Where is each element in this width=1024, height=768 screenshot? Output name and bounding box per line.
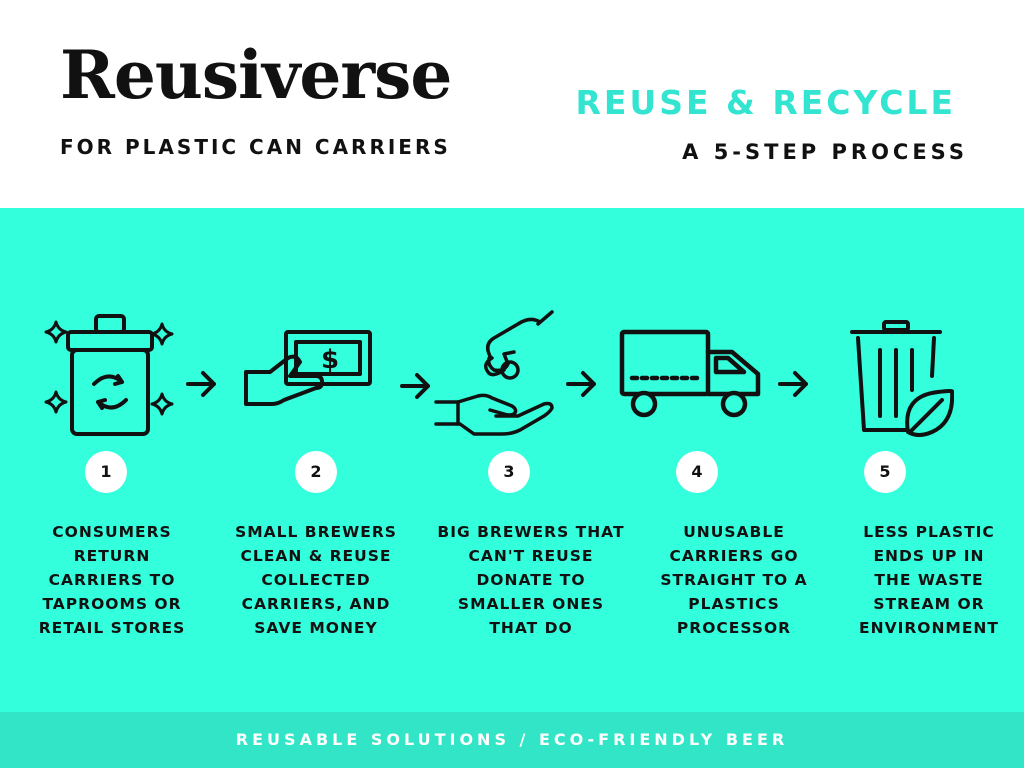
subheadline: A 5-STEP PROCESS [682, 140, 968, 164]
step-number-badge: 3 [488, 451, 530, 493]
step-number-badge: 1 [85, 451, 127, 493]
arrow-right-icon [778, 371, 808, 397]
step-number-badge: 5 [864, 451, 906, 493]
donate-hands-icon [434, 310, 554, 436]
svg-text:$: $ [321, 345, 339, 375]
step-description: CONSUMERS RETURN CARRIERS TO TAPROOMS OR… [38, 523, 186, 637]
headline: REUSE & RECYCLE [575, 83, 956, 122]
footer-tagline: REUSABLE SOLUTIONS / ECO-FRIENDLY BEER [235, 730, 789, 749]
arrow-right-icon [400, 373, 430, 399]
step-description: BIG BREWERS THAT CAN'T REUSE DONATE TO S… [437, 523, 625, 637]
hand-money-icon: $ [244, 330, 372, 406]
truck-icon [619, 329, 761, 418]
recycle-bin-icon [44, 314, 174, 436]
process-panel: $ [0, 208, 1024, 712]
brand-title: Reusiverse [60, 36, 452, 114]
arrow-right-icon [186, 371, 216, 397]
brand-subtitle: FOR PLASTIC CAN CARRIERS [60, 135, 451, 159]
step-description: SMALL BREWERS CLEAN & REUSE COLLECTED CA… [235, 523, 397, 637]
eco-trash-icon [850, 320, 954, 437]
step-description: UNUSABLE CARRIERS GO STRAIGHT TO A PLAST… [660, 523, 808, 637]
arrow-right-icon [566, 371, 596, 397]
step-description: LESS PLASTIC ENDS UP IN THE WASTE STREAM… [859, 523, 999, 637]
step-number-badge: 4 [676, 451, 718, 493]
footer: REUSABLE SOLUTIONS / ECO-FRIENDLY BEER [0, 712, 1024, 768]
step-number-badge: 2 [295, 451, 337, 493]
header: Reusiverse FOR PLASTIC CAN CARRIERS REUS… [0, 0, 1024, 208]
